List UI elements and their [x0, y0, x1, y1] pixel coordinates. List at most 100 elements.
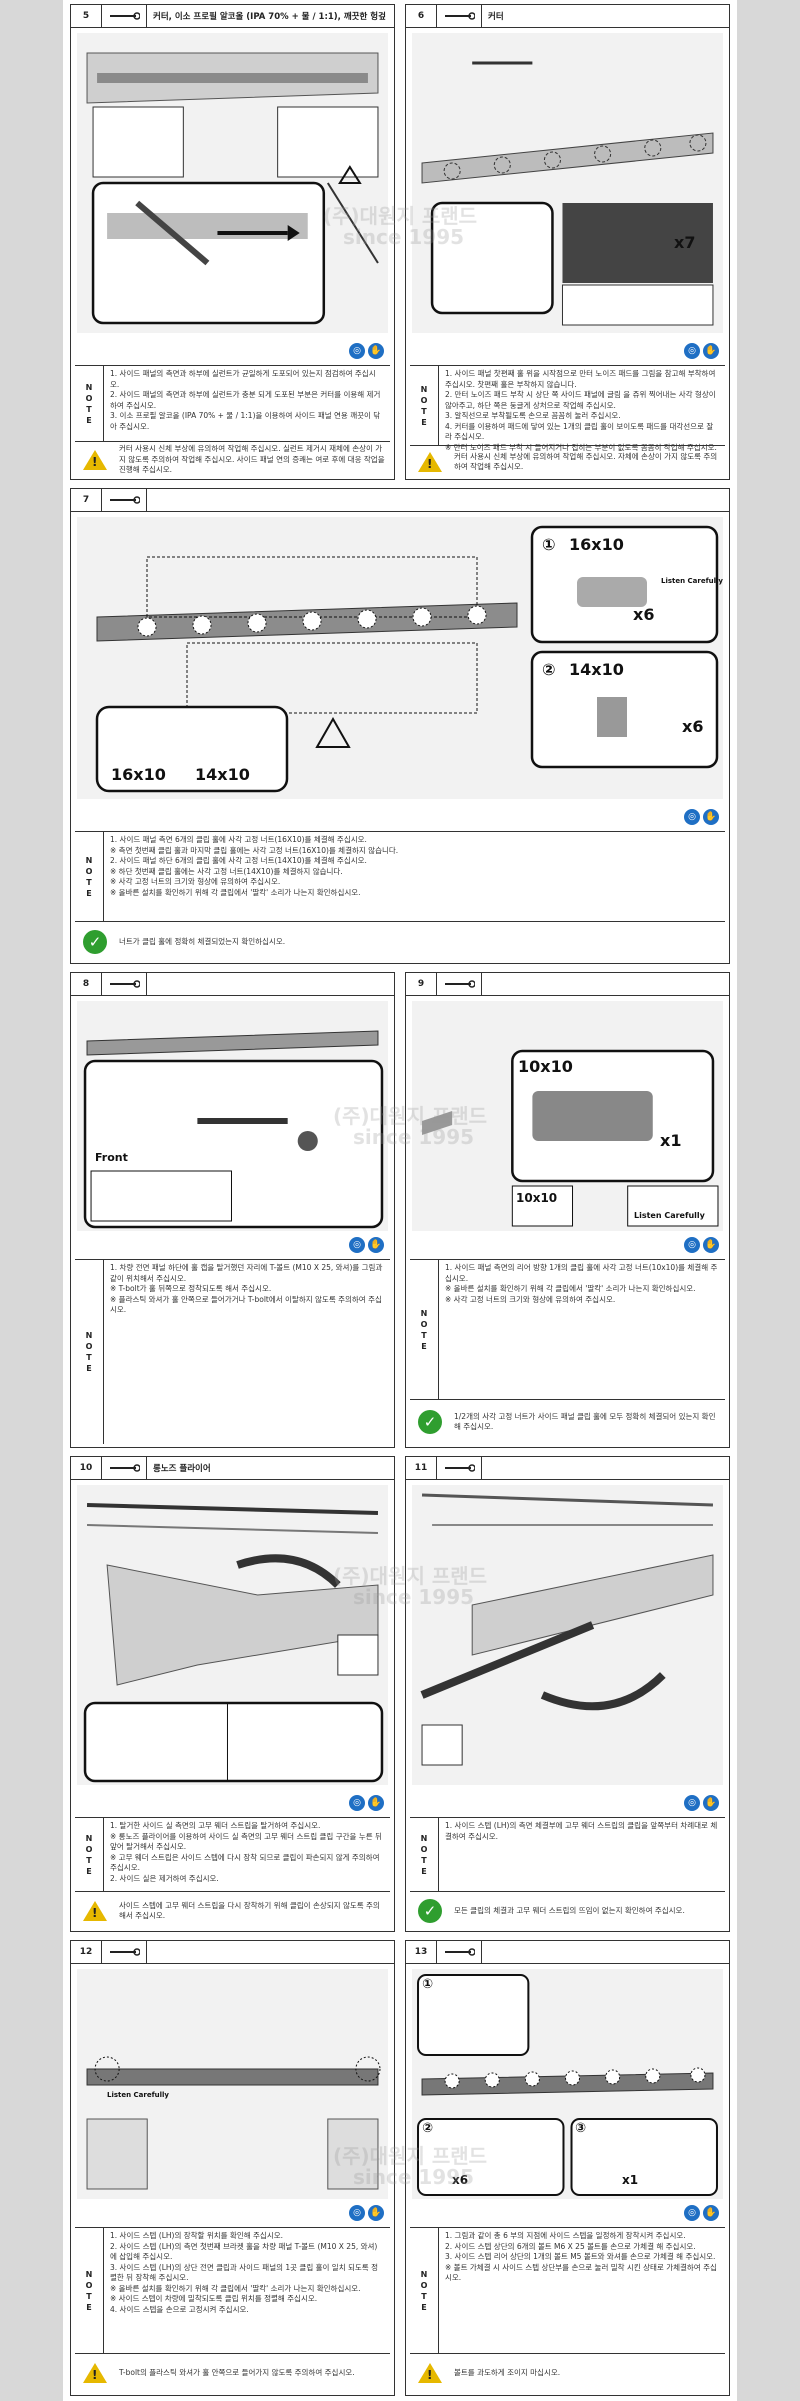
nut-qty-callout: x6	[633, 605, 655, 624]
step-number: 9	[406, 973, 437, 995]
quantity-callout: x7	[674, 233, 696, 252]
glasses-icon: ◎	[349, 343, 365, 359]
note-line: 2. 사이드 스텝 (LH)의 측면 첫번째 브라켓 홀을 차량 패널 T-볼트…	[110, 2241, 378, 2262]
note-line: 1. 사이드 패널 측면 6개의 클립 홀에 사각 고정 너트(16X10)를 …	[110, 835, 367, 844]
step-header: 6 커터	[406, 5, 729, 28]
note-line: 1. 사이드 패널 측면의 리어 방향 1개의 클립 홀에 사각 고정 너트(1…	[445, 1263, 718, 1283]
step-number: 11	[406, 1457, 437, 1479]
note-line: ※ 하단 첫번째 클립 홀에는 사각 고정 너트(14X10)를 체결하지 않습…	[110, 866, 343, 876]
step-7-panel: 7	[70, 488, 730, 964]
warning-text: 커터 사용시 신체 부상에 유의하여 작업해 주십시오. 자체에 손상이 가지 …	[454, 451, 718, 472]
wrench-icon	[102, 1941, 147, 1963]
step-12-illustration: Listen Carefully	[77, 1969, 388, 2199]
check-icon: ✓	[418, 1410, 442, 1434]
step-number: 12	[71, 1941, 102, 1963]
warning-box: T-bolt의 플라스틱 와셔가 홀 안쪽으로 들어가지 않도록 주의하여 주십…	[75, 2353, 390, 2392]
listen-label: Listen Carefully	[661, 577, 723, 585]
step-13-illustration: ① ② ③ x6 x1	[412, 1969, 723, 2199]
check-icon: ✓	[418, 1899, 442, 1923]
step-5-illustration	[77, 33, 388, 333]
confirm-box: ✓ 모든 클립의 체결과 고무 웨더 스트립의 뜨임이 없는지 확인하여 주십시…	[410, 1891, 725, 1930]
circle-number: ②	[422, 2121, 434, 2136]
circle-number: ③	[575, 2121, 587, 2136]
nut-label: 14x10	[195, 765, 250, 784]
step-title: 롱노즈 플라이어	[153, 1464, 211, 1474]
note-line: ※ 올바른 설치를 확인하기 위해 각 클립에서 '딸칵' 소리가 나는지 확인…	[110, 887, 361, 897]
ppe-icons: ◎✋	[349, 2205, 384, 2221]
note-line: 2. 사이드 패널 하단 6개의 클립 홀에 사각 고정 너트(14X10)를 …	[110, 856, 367, 865]
step-header: 10 롱노즈 플라이어	[71, 1457, 394, 1480]
glasses-icon: ◎	[349, 2205, 365, 2221]
bolt-qty-callout: x6	[452, 2173, 469, 2187]
ppe-icons: ◎✋	[684, 1795, 719, 1811]
circle-number: ①	[542, 535, 556, 554]
note-line: ※ 플라스틱 와셔가 홀 안쪽으로 들어가거나 T-bolt에서 이탈하지 않도…	[110, 1294, 382, 1315]
step-9-panel: 9 10x10 x1 10x10 Listen Carefully ◎✋	[405, 972, 730, 1448]
nut-size-callout: 16x10	[569, 535, 624, 554]
wrench-icon	[102, 973, 147, 995]
note-line: ※ 롱노즈 플라이어를 이용하여 사이드 실 측면의 고무 웨더 스트립 클립 …	[110, 1831, 382, 1852]
warning-text: 볼트를 과도하게 조이지 마십시오.	[454, 2367, 561, 2377]
warning-text: T-bolt의 플라스틱 와셔가 홀 안쪽으로 들어가지 않도록 주의하여 주십…	[119, 2367, 355, 2377]
note-line: ※ 사각 고정 너트의 크기와 형상에 유의하여 주십시오.	[110, 877, 281, 886]
step-header: 7	[71, 489, 729, 512]
note-line: 1. 사이드 스텝 (LH)의 측면 체결부에 고무 웨더 스트립의 클립을 앞…	[445, 1821, 718, 1841]
note-line: 1. 탈거한 사이드 실 측면의 고무 웨더 스트립을 탈거하여 주십시오.	[110, 1821, 321, 1830]
watermark-text: (주)대원지 프랜드	[333, 1104, 488, 1128]
gloves-icon: ✋	[703, 1237, 719, 1253]
confirm-box: ✓ 너트가 클립 홀에 정확히 체결되었는지 확인하십시오.	[75, 921, 725, 962]
gloves-icon: ✋	[703, 1795, 719, 1811]
step-11-illustration	[412, 1485, 723, 1785]
step-number: 6	[406, 5, 437, 27]
bolt-qty-callout: x1	[622, 2173, 639, 2187]
watermark-text: (주)대원지 프랜드	[323, 204, 478, 228]
watermark-text: since 1995	[353, 2165, 475, 2189]
note-line: ※ 사이드 스텝이 차량에 밀착되도록 클립 위치를 정렬해 주십시오.	[110, 2294, 318, 2303]
step-number: 5	[71, 5, 102, 27]
note-line: 1. 사이드 패널의 측면과 하부에 실런트가 균일하게 도포되어 있는지 점검…	[110, 369, 376, 389]
check-icon: ✓	[83, 930, 107, 954]
listen-label: Listen Carefully	[107, 2091, 169, 2099]
glasses-icon: ◎	[349, 1237, 365, 1253]
warning-icon	[418, 452, 442, 472]
step-10-illustration	[77, 1485, 388, 1785]
note-text: 1. 사이드 패널 측면의 리어 방향 1개의 클립 홀에 사각 고정 너트(1…	[439, 1260, 725, 1400]
warning-icon	[83, 2363, 107, 2383]
wrench-icon	[437, 1457, 482, 1479]
ppe-icons: ◎✋	[349, 1237, 384, 1253]
step-6-illustration: x7	[412, 33, 723, 333]
ppe-icons: ◎✋	[349, 343, 384, 359]
note-line: 1. 차량 전면 패널 하단에 홀 캡을 탈거했던 자리에 T-볼트 (M10 …	[110, 1263, 383, 1283]
wrench-icon	[437, 1941, 482, 1963]
listen-label: Listen Carefully	[634, 1211, 705, 1220]
note-line: 1. 그림과 같이 총 6 부의 지점에 사이드 스텝을 일정하게 장착시켜 주…	[445, 2231, 686, 2240]
watermark-text: (주)대원지 프랜드	[333, 2144, 488, 2168]
step-header: 8	[71, 973, 394, 996]
note-line: ※ 측면 첫번째 클립 홀과 마지막 클립 홀에는 사각 고정 너트(16X10…	[110, 845, 399, 855]
circle-number: ②	[542, 660, 556, 679]
gloves-icon: ✋	[368, 2205, 384, 2221]
note-line: ※ 올바른 설치를 확인하기 위해 각 클립에서 '딸칵' 소리가 나는지 확인…	[445, 1284, 696, 1293]
note-text: 1. 그림과 같이 총 6 부의 지점에 사이드 스텝을 일정하게 장착시켜 주…	[439, 2228, 725, 2354]
wrench-icon	[437, 973, 482, 995]
ppe-icons: ◎✋	[684, 343, 719, 359]
warning-text: 커터 사용시 신체 부상에 유의하여 작업해 주십시오. 실런트 제거시 재체에…	[119, 444, 385, 475]
glasses-icon: ◎	[684, 2205, 700, 2221]
nut-label: 16x10	[111, 765, 166, 784]
wrench-icon	[102, 5, 147, 27]
nut-label: 10x10	[516, 1191, 558, 1205]
step-header: 11	[406, 1457, 729, 1480]
